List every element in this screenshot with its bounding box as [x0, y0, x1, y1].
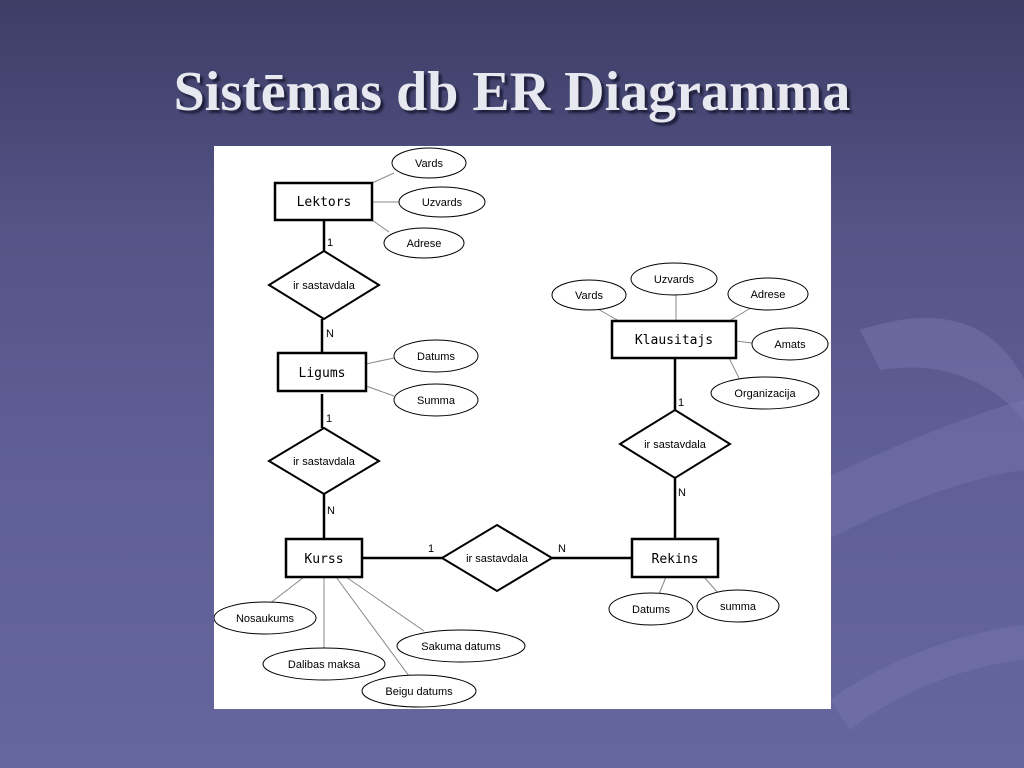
- entity-rekins: Rekins: [630, 537, 720, 579]
- er-diagram: Lektors Ligums Kurss Klausitajs Rekins i…: [214, 147, 829, 708]
- slide-title: Sistēmas db ER Diagramma: [173, 61, 851, 123]
- relationship-lektors-ligums: ir sastavdala: [267, 249, 381, 321]
- er-diagram-panel: Lektors Ligums Kurss Klausitajs Rekins i…: [214, 146, 831, 709]
- relationship-kurss-rekins: ir sastavdala: [440, 523, 554, 593]
- entity-kurss: Kurss: [284, 537, 364, 579]
- attribute-klausitajs-organizacija: Organizacija: [710, 376, 820, 410]
- attribute-ligums-summa: Summa: [393, 383, 479, 417]
- attribute-rekins-datums: Datums: [608, 592, 694, 626]
- cardinality-klausitajs-one: 1: [678, 397, 684, 409]
- cardinality-kurss-n: N: [327, 505, 335, 517]
- attribute-label: Uzvards: [422, 197, 463, 209]
- entity-ligums: Ligums: [276, 351, 368, 393]
- attribute-links: [268, 172, 755, 677]
- attribute-lektors-adrese: Adrese: [383, 227, 465, 259]
- attribute-label: Adrese: [407, 238, 442, 250]
- attribute-label: Beigu datums: [385, 686, 453, 698]
- attribute-klausitajs-uzvards: Uzvards: [630, 262, 718, 296]
- relationship-links: [320, 220, 677, 560]
- cardinality-ligums-n: N: [326, 328, 334, 340]
- attribute-label: Vards: [575, 290, 603, 302]
- attribute-label: summa: [720, 601, 757, 613]
- attribute-klausitajs-vards: Vards: [551, 279, 627, 311]
- attribute-klausitajs-adrese: Adrese: [727, 277, 809, 311]
- attribute-label: Sakuma datums: [421, 641, 501, 653]
- entity-ligums-label: Ligums: [299, 366, 346, 381]
- attribute-label: Nosaukums: [236, 613, 295, 625]
- attribute-label: Dalibas maksa: [288, 659, 361, 671]
- cardinality-ligums-one: 1: [326, 413, 332, 425]
- attribute-kurss-dalibas-maksa: Dalibas maksa: [262, 647, 386, 681]
- entity-kurss-label: Kurss: [304, 552, 343, 567]
- entity-lektors: Lektors: [273, 181, 374, 222]
- attribute-kurss-nosaukums: Nosaukums: [214, 601, 317, 635]
- entity-klausitajs-label: Klausitajs: [635, 333, 713, 348]
- attribute-label: Summa: [417, 395, 456, 407]
- attribute-ligums-datums: Datums: [393, 339, 479, 373]
- attribute-kurss-beigu-datums: Beigu datums: [361, 674, 477, 708]
- cardinality-lektors-one: 1: [327, 237, 333, 249]
- entity-klausitajs: Klausitajs: [610, 319, 738, 360]
- attribute-kurss-sakuma-datums: Sakuma datums: [396, 629, 526, 663]
- cardinality-rekins-n-from-kurss: N: [558, 543, 566, 555]
- entity-lektors-label: Lektors: [297, 195, 352, 210]
- cardinality-kurss-one: 1: [428, 543, 434, 555]
- attribute-rekins-summa: summa: [696, 589, 780, 623]
- entity-rekins-label: Rekins: [652, 552, 699, 567]
- attribute-klausitajs-amats: Amats: [751, 327, 829, 361]
- attribute-lektors-vards: Vards: [391, 147, 467, 179]
- attribute-label: Datums: [632, 604, 670, 616]
- attribute-lektors-uzvards: Uzvards: [398, 186, 486, 218]
- attribute-label: Uzvards: [654, 274, 695, 286]
- relationship-klausitajs-rekins-label: ir sastavdala: [644, 439, 707, 451]
- cardinality-labels: 1 N 1 N 1 N 1 N: [326, 237, 686, 555]
- attribute-label: Datums: [417, 351, 455, 363]
- cardinality-rekins-n-from-klausitajs: N: [678, 487, 686, 499]
- attribute-label: Organizacija: [734, 388, 796, 400]
- relationship-lektors-ligums-label: ir sastavdala: [293, 280, 356, 292]
- relationship-ligums-kurss-label: ir sastavdala: [293, 456, 356, 468]
- attribute-label: Vards: [415, 158, 443, 170]
- attribute-label: Amats: [774, 339, 806, 351]
- relationship-klausitajs-rekins: ir sastavdala: [618, 408, 732, 480]
- relationship-ligums-kurss: ir sastavdala: [267, 426, 381, 496]
- relationship-kurss-rekins-label: ir sastavdala: [466, 553, 529, 565]
- attribute-label: Adrese: [751, 289, 786, 301]
